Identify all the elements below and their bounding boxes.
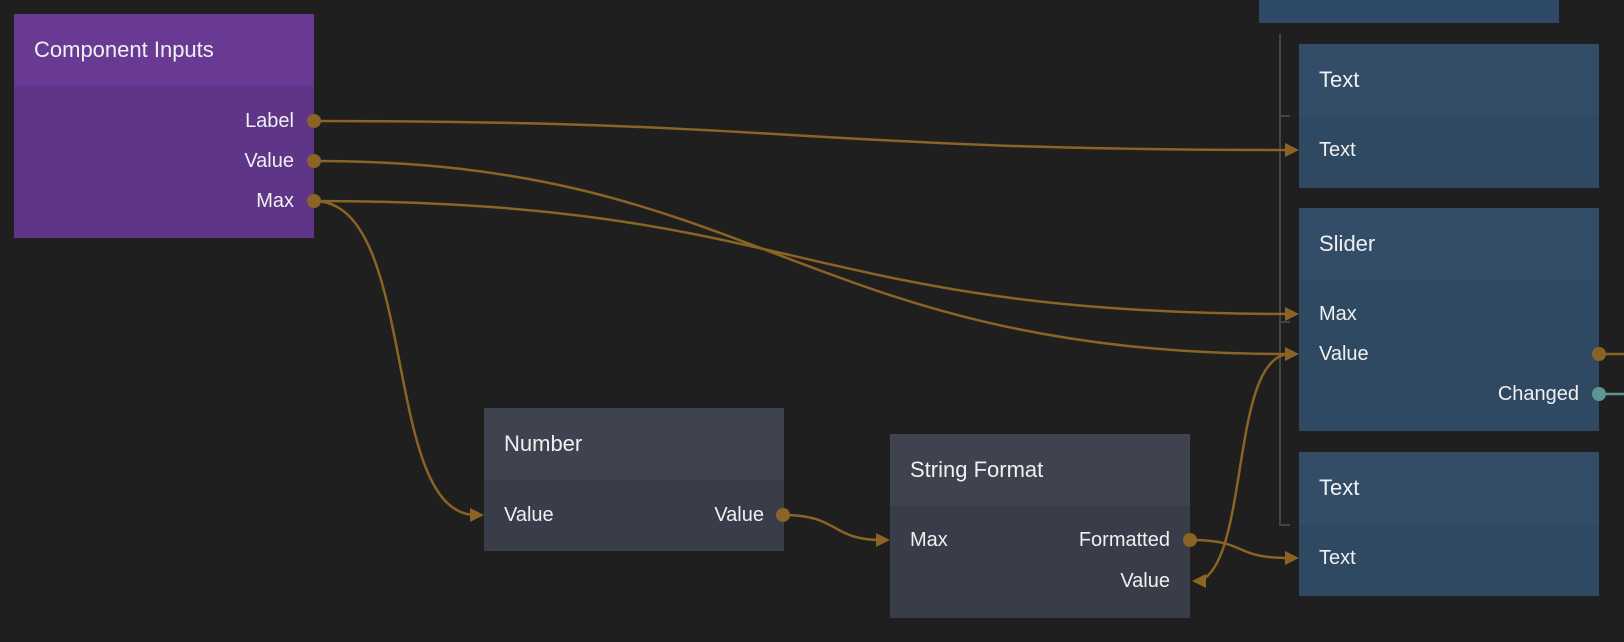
arrow-icon: [1285, 143, 1299, 157]
port-value-out[interactable]: Value: [714, 504, 764, 526]
edge-max-to-number-value: [313, 199, 477, 517]
port-dot[interactable]: [307, 154, 321, 168]
edge-label-to-text: [313, 119, 1291, 152]
arrow-icon: [470, 508, 484, 522]
node-title: Component Inputs: [14, 14, 314, 86]
port-changed[interactable]: Changed: [1497, 383, 1579, 405]
node-title: Slider: [1299, 208, 1599, 280]
port-value-in[interactable]: Value: [504, 504, 554, 526]
hierarchy-bracket: [1279, 34, 1281, 525]
arrow-icon: [1285, 347, 1299, 361]
port-max[interactable]: Max: [1319, 303, 1357, 325]
hierarchy-tick: [1279, 321, 1290, 323]
hierarchy-tick: [1279, 115, 1290, 117]
port-text[interactable]: Text: [1319, 139, 1356, 161]
text-node[interactable]: Text Text: [1299, 452, 1599, 596]
edge-max-to-slider-max: [313, 199, 1291, 316]
port-value[interactable]: Value: [1319, 343, 1369, 365]
port-formatted[interactable]: Formatted: [1078, 529, 1170, 551]
port-dot[interactable]: [307, 114, 321, 128]
node-title: Text: [1299, 452, 1599, 524]
component-inputs-node[interactable]: Component Inputs Label Value Max: [14, 14, 314, 238]
port-value[interactable]: Value: [1120, 570, 1170, 592]
slider-node[interactable]: Slider Max Value Changed: [1299, 208, 1599, 431]
port-dot[interactable]: [307, 194, 321, 208]
arrow-icon: [876, 533, 890, 547]
port-value[interactable]: Value: [244, 150, 294, 172]
node-title: String Format: [890, 434, 1190, 506]
port-label[interactable]: Label: [245, 110, 294, 132]
port-text[interactable]: Text: [1319, 547, 1356, 569]
edge-slider-value-to-stringformat-value: [1199, 352, 1291, 583]
port-max[interactable]: Max: [910, 529, 948, 551]
port-dot[interactable]: [1592, 347, 1606, 361]
node-title: Number: [484, 408, 784, 480]
arrow-icon: [1192, 574, 1206, 588]
partial-visual-node[interactable]: [1259, 0, 1559, 23]
text-node[interactable]: Text Text: [1299, 44, 1599, 188]
port-dot[interactable]: [1183, 533, 1197, 547]
arrow-icon: [1285, 551, 1299, 565]
port-max[interactable]: Max: [256, 190, 294, 212]
node-title: Text: [1299, 44, 1599, 115]
edge-formatted-to-text2: [1189, 538, 1291, 560]
port-dot[interactable]: [1592, 387, 1606, 401]
number-node[interactable]: Number Value Value: [484, 408, 784, 551]
edge-value-to-slider-value: [313, 159, 1291, 356]
arrow-icon: [1285, 307, 1299, 321]
edge-number-to-stringformat-max: [782, 513, 883, 542]
hierarchy-tick: [1279, 524, 1290, 526]
port-dot[interactable]: [776, 508, 790, 522]
string-format-node[interactable]: String Format Max Formatted Value: [890, 434, 1190, 618]
